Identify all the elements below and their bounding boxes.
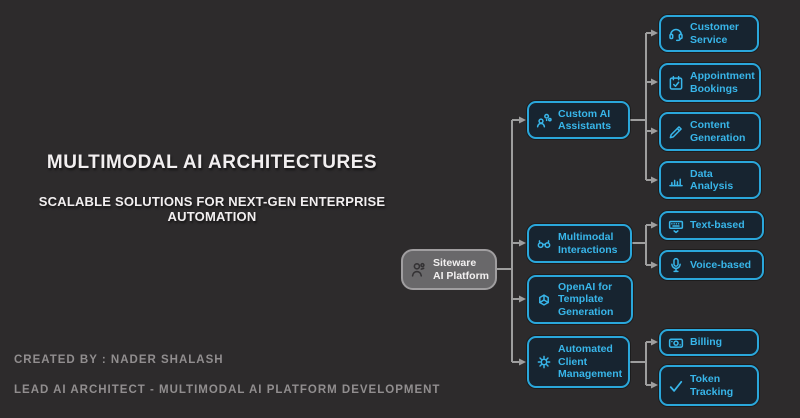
assistant-gears-icon xyxy=(535,111,553,129)
node-content-generation[interactable]: Content Generation xyxy=(659,112,761,151)
bar-chart-icon xyxy=(667,171,685,189)
node-customer-service[interactable]: Customer Service xyxy=(659,15,759,52)
node-billing[interactable]: Billing xyxy=(659,329,759,356)
banknote-icon xyxy=(667,334,685,352)
node-custom-ai-assistants[interactable]: Custom AI Assistants xyxy=(527,101,630,139)
node-label: Appointment Bookings xyxy=(690,70,755,95)
node-appointment-bookings[interactable]: Appointment Bookings xyxy=(659,63,761,102)
keyboard-icon xyxy=(667,217,685,235)
node-label: Billing xyxy=(690,336,723,349)
calendar-check-icon xyxy=(667,74,685,92)
node-token-tracking[interactable]: Token Tracking xyxy=(659,365,759,406)
node-label: Content Generation xyxy=(690,119,746,144)
gear-icon xyxy=(535,353,553,371)
diagram-subtitle: SCALABLE SOLUTIONS FOR NEXT-GEN ENTERPRI… xyxy=(38,194,386,224)
openai-logo-icon xyxy=(535,291,553,309)
node-siteware-ai-platform[interactable]: Siteware AI Platform xyxy=(401,249,497,290)
node-voice-based[interactable]: Voice-based xyxy=(659,250,764,280)
node-automated-client-management[interactable]: Automated Client Management xyxy=(527,336,630,388)
node-label: Siteware AI Platform xyxy=(433,257,490,282)
node-label: Token Tracking xyxy=(690,373,734,398)
check-icon xyxy=(667,377,685,395)
microphone-icon xyxy=(667,256,685,274)
diagram-title: MULTIMODAL AI ARCHITECTURES xyxy=(46,152,378,173)
node-label: Data Analysis xyxy=(690,167,734,192)
node-data-analysis[interactable]: Data Analysis xyxy=(659,161,761,199)
credit-role: LEAD AI ARCHITECT - MULTIMODAL AI PLATFO… xyxy=(14,384,441,396)
pencil-icon xyxy=(667,123,685,141)
credit-author: CREATED BY : NADER SHALASH xyxy=(14,354,224,366)
goggles-icon xyxy=(535,235,553,253)
headset-icon xyxy=(667,25,685,43)
node-text-based[interactable]: Text-based xyxy=(659,211,764,240)
node-openai-template-generation[interactable]: OpenAI for Template Generation xyxy=(527,275,633,324)
node-label: Voice-based xyxy=(690,258,752,271)
node-label: Customer Service xyxy=(690,21,740,46)
engineer-person-icon xyxy=(409,260,428,279)
node-label: Custom AI Assistants xyxy=(558,107,612,132)
node-label: Text-based xyxy=(690,219,745,232)
node-multimodal-interactions[interactable]: Multimodal Interactions xyxy=(527,224,632,263)
node-label: OpenAI for Template Generation xyxy=(558,280,614,318)
node-label: Automated Client Management xyxy=(558,343,623,381)
node-label: Multimodal Interactions xyxy=(558,231,618,256)
